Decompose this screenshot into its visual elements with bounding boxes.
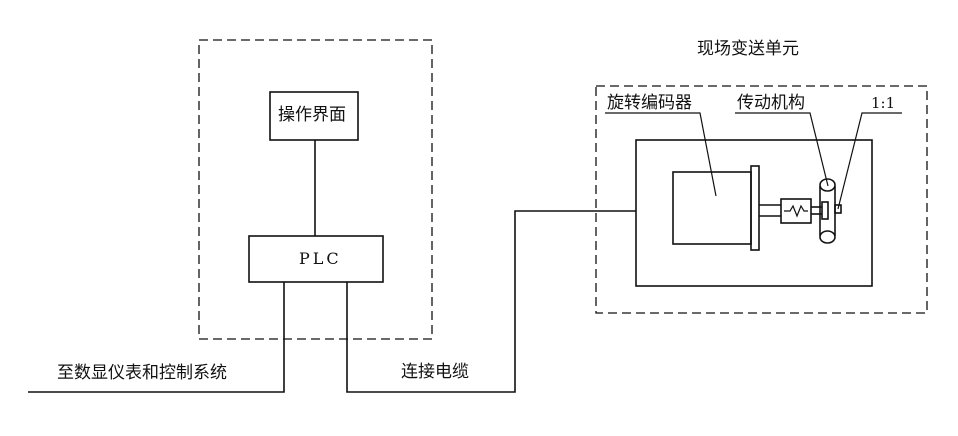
shaft-end-block bbox=[821, 201, 829, 220]
wheel-bottom bbox=[819, 230, 836, 244]
encoder-body bbox=[672, 171, 752, 245]
connecting-cable-wire bbox=[346, 210, 636, 393]
field-unit-housing bbox=[635, 139, 873, 287]
encoder-flange bbox=[750, 165, 760, 251]
wheel-pin bbox=[834, 204, 842, 214]
operator-interface-label: 操作界面 bbox=[278, 105, 346, 125]
mechanism-leader bbox=[735, 112, 829, 187]
connecting-cable-label: 连接电缆 bbox=[401, 362, 469, 382]
controller-enclosure bbox=[198, 39, 433, 340]
encoder-leader bbox=[605, 112, 717, 197]
ratio-label: 1:1 bbox=[871, 94, 896, 112]
coupling-spring bbox=[784, 204, 808, 218]
wheel-top bbox=[819, 178, 836, 192]
display-control-label: 至数显仪表和控制系统 bbox=[57, 363, 227, 383]
field-unit-enclosure bbox=[595, 85, 928, 314]
ratio-leader bbox=[837, 112, 902, 210]
plc-label: PLC bbox=[299, 249, 342, 268]
shaft-coupling bbox=[780, 198, 812, 224]
field-unit-title: 现场变送单元 bbox=[697, 39, 799, 59]
rotary-encoder-label: 旋转编码器 bbox=[607, 93, 692, 113]
operator-interface-box bbox=[269, 91, 359, 141]
transmission-mechanism-label: 传动机构 bbox=[737, 93, 805, 113]
plc-box bbox=[248, 235, 384, 283]
output-wire bbox=[28, 282, 285, 393]
